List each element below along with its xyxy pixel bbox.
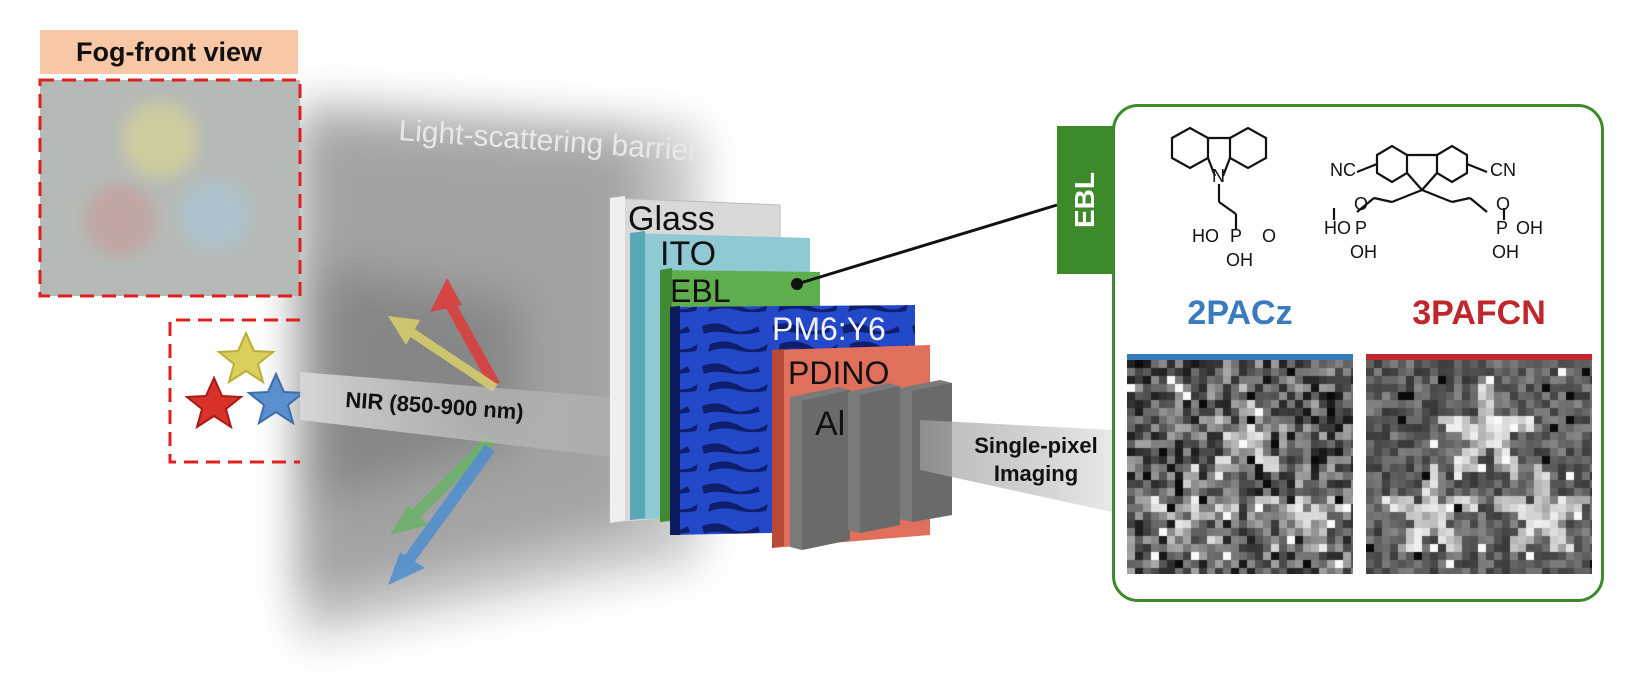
fog-front-view-panel	[38, 78, 302, 298]
ray-red	[440, 292, 500, 388]
2pacz-reconstructed-image	[1127, 360, 1353, 574]
output-beam	[920, 420, 1112, 512]
molecule-name-2pacz: 2PACz	[1187, 294, 1293, 332]
light-scattering-barrier	[300, 100, 700, 640]
spi-label-line1: Single-pixel	[974, 433, 1098, 458]
atom-right-oh2: OH	[1516, 218, 1543, 238]
ebl-tab-label: EBL	[1069, 172, 1100, 228]
layer-pm6y6-label: PM6:Y6	[772, 311, 886, 347]
molecule-structures: N HO P O OH NC CN HO P O OH P O OH OH	[1170, 126, 1543, 270]
atom-right-p1: P	[1355, 218, 1367, 238]
blurred-star-yellow	[122, 102, 198, 178]
atom-left-ho: HO	[1192, 226, 1219, 246]
layer-ebl-label: EBL	[670, 273, 730, 309]
star-yellow-icon	[216, 330, 276, 385]
carbazole-ring-left	[1170, 126, 1210, 170]
star-red-icon	[184, 375, 244, 430]
atom-left-o: O	[1262, 226, 1276, 246]
spi-label-line2: Imaging	[993, 461, 1079, 486]
2pacz-color-bar	[1127, 354, 1353, 360]
molecule-name-3pafcn: 3PAFCN	[1412, 294, 1546, 332]
nir-beam	[300, 372, 620, 458]
layer-al-label: Al	[815, 405, 845, 443]
device-stack: Glass ITO EBL PM6:Y6 PDINO Al	[609, 196, 952, 550]
stars-object	[168, 318, 306, 464]
carbazole-ring-right	[1228, 126, 1268, 170]
atom-right-o2: O	[1496, 194, 1510, 214]
atom-n: N	[1212, 166, 1225, 186]
ebl-connector-line	[796, 203, 1058, 286]
blurred-star-blue	[179, 179, 251, 251]
atom-right-ho: HO	[1324, 218, 1351, 238]
ebl-tab: EBL	[1057, 126, 1113, 274]
atom-left-oh: OH	[1226, 250, 1253, 270]
star-blue-icon	[246, 371, 306, 426]
atom-right-o1: O	[1354, 194, 1368, 214]
fog-view-title: Fog-front view	[40, 30, 298, 74]
atom-left-p: P	[1230, 226, 1242, 246]
ray-yellow	[402, 324, 498, 392]
ray-blue	[400, 444, 495, 569]
3pafcn-reconstructed-image	[1366, 360, 1592, 574]
atom-right-p2: P	[1496, 218, 1508, 238]
atom-right-oh3: OH	[1492, 242, 1519, 262]
atom-nc: NC	[1330, 160, 1356, 180]
fluorene-ring-left	[1375, 144, 1409, 184]
layer-pdino-label: PDINO	[788, 355, 889, 391]
3pafcn-color-bar	[1366, 354, 1592, 360]
blurred-star-red	[84, 184, 156, 256]
layer-ito-label: ITO	[660, 235, 716, 273]
atom-cn: CN	[1490, 160, 1516, 180]
single-pixel-imaging-label: Single-pixel Imaging	[952, 432, 1120, 488]
scattered-rays	[388, 278, 500, 585]
ray-green	[406, 436, 494, 524]
atom-right-oh1: OH	[1350, 242, 1377, 262]
fluorene-ring-right	[1435, 144, 1469, 184]
